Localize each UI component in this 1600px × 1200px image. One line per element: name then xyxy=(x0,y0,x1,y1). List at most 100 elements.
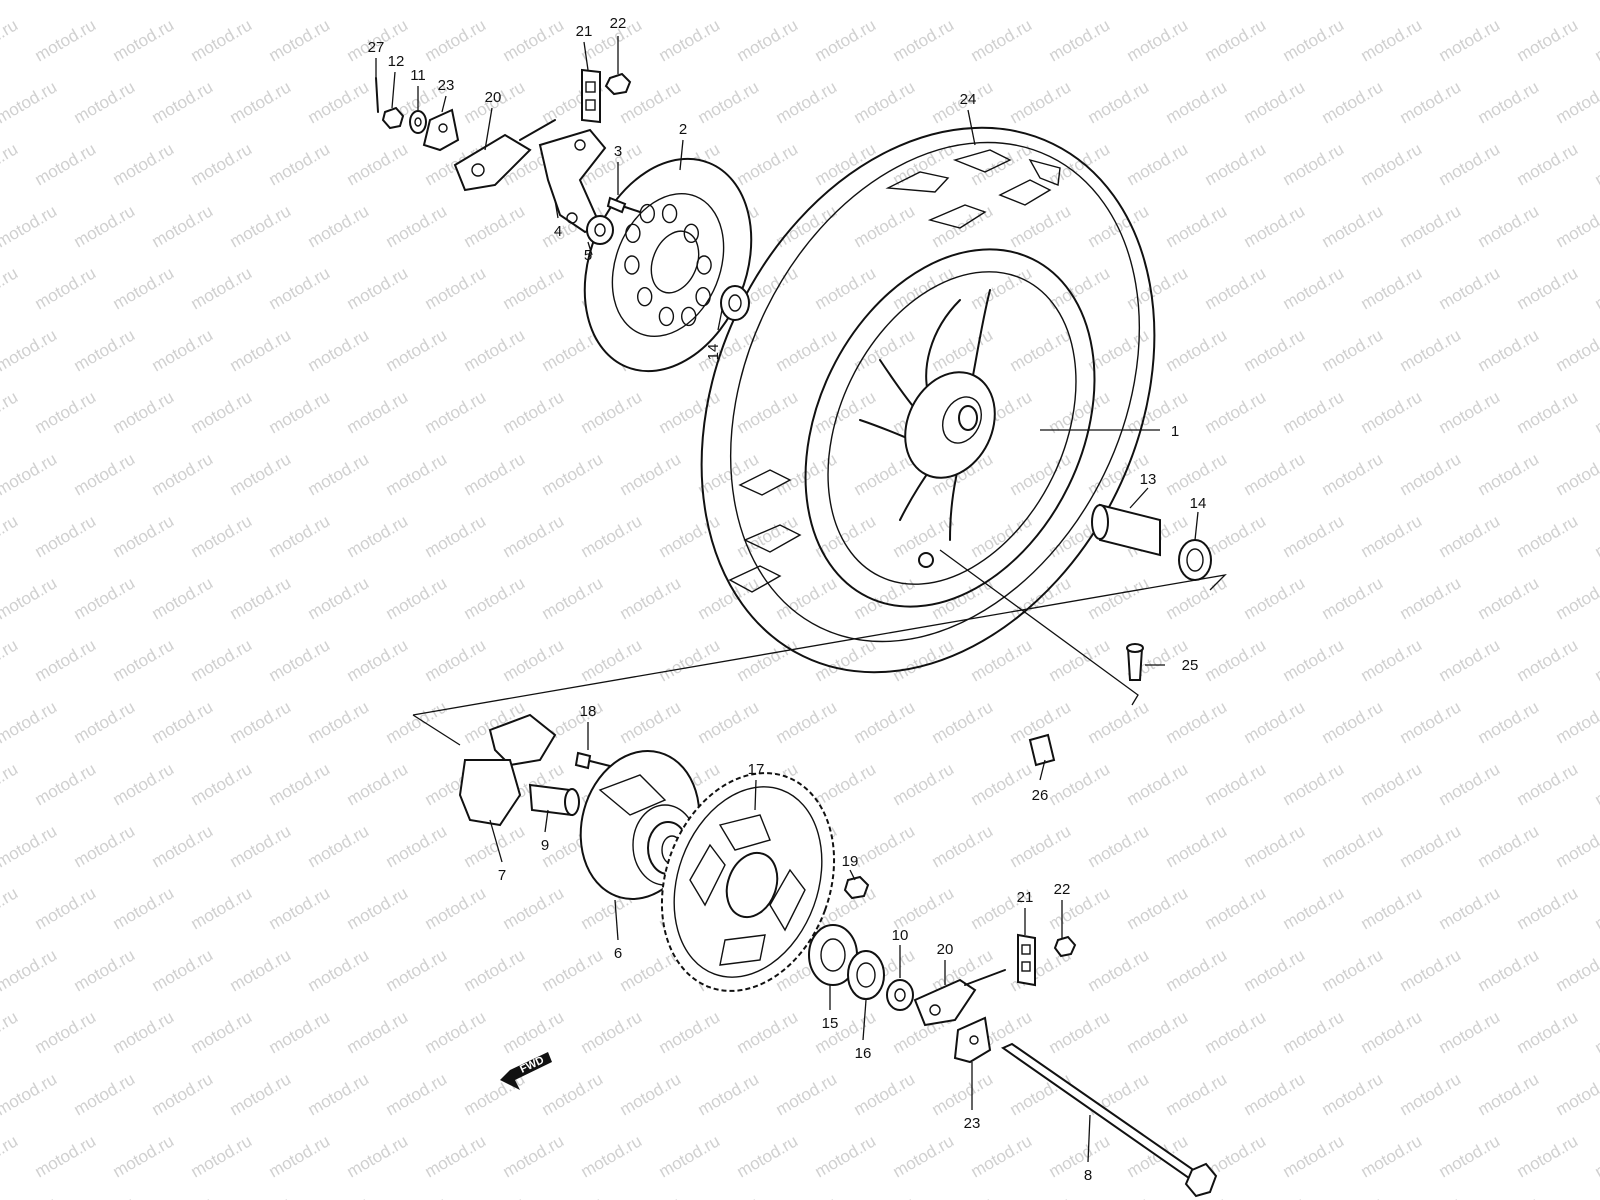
watermark-text: motod.ru xyxy=(461,325,529,375)
watermark-text: motod.ru xyxy=(1319,201,1387,251)
washer-top xyxy=(409,110,427,134)
watermark-text: motod.ru xyxy=(0,945,60,995)
watermark-text: motod.ru xyxy=(1202,15,1270,65)
watermark-text: motod.ru xyxy=(1475,697,1543,747)
watermark-text: motod.ru xyxy=(890,635,958,685)
watermark-text: motod.ru xyxy=(1514,759,1582,809)
callout-3: 3 xyxy=(614,143,622,160)
watermark-text: motod.ru xyxy=(0,325,60,375)
watermark-text: motod.ru xyxy=(617,697,685,747)
watermark-text: motod.ru xyxy=(1553,1069,1600,1119)
watermark-text: motod.ru xyxy=(734,387,802,437)
watermark-text: motod.ru xyxy=(656,387,724,437)
watermark-text: motod.ru xyxy=(617,573,685,623)
callout-26: 26 xyxy=(1032,787,1049,804)
watermark-text: motod.ru xyxy=(266,1131,334,1181)
watermark-text: motod.ru xyxy=(1397,201,1465,251)
watermark-text: motod.ru xyxy=(500,635,568,685)
watermark-text: motod.ru xyxy=(1358,387,1426,437)
valve-clip xyxy=(1028,733,1056,767)
watermark-text: motod.ru xyxy=(344,1131,412,1181)
wheel-spacer xyxy=(886,979,914,1011)
watermark-text: motod.ru xyxy=(71,325,139,375)
disc-hole xyxy=(661,203,678,224)
disc-hole xyxy=(696,255,712,275)
watermark-text: motod.ru xyxy=(383,1069,451,1119)
watermark-text: motod.ru xyxy=(1202,139,1270,189)
watermark-text: motod.ru xyxy=(1241,201,1309,251)
watermark-text: motod.ru xyxy=(344,759,412,809)
watermark-text: motod.ru xyxy=(773,77,841,127)
watermark-text: motod.ru xyxy=(1397,945,1465,995)
watermark-text: motod.ru xyxy=(734,635,802,685)
watermark-text: motod.ru xyxy=(578,1131,646,1181)
watermark-text: motod.ru xyxy=(1202,883,1270,933)
watermark-text: motod.ru xyxy=(1553,449,1600,499)
watermark-text: motod.ru xyxy=(1514,15,1582,65)
watermark-text: motod.ru xyxy=(149,1069,217,1119)
watermark-text: motod.ru xyxy=(656,1131,724,1181)
watermark-text: motod.ru xyxy=(305,0,373,3)
watermark-text: motod.ru xyxy=(1592,635,1600,685)
watermark-text: motod.ru xyxy=(149,821,217,871)
watermark-text: motod.ru xyxy=(1007,449,1075,499)
watermark-text: motod.ru xyxy=(383,573,451,623)
watermark-text: motod.ru xyxy=(422,511,490,561)
watermark-text: motod.ru xyxy=(1514,635,1582,685)
watermark-text: motod.ru xyxy=(383,1193,451,1200)
watermark-text: motod.ru xyxy=(0,387,21,437)
watermark-text: motod.ru xyxy=(929,325,997,375)
chain-adjuster-right xyxy=(913,969,1006,1027)
tire-valve xyxy=(1126,643,1144,681)
callout-27: 27 xyxy=(368,39,385,56)
watermark-text: motod.ru xyxy=(1514,1131,1582,1181)
watermark-text: motod.ru xyxy=(227,697,295,747)
callout-9: 9 xyxy=(541,837,549,854)
watermark-text: motod.ru xyxy=(188,511,256,561)
watermark-text: motod.ru xyxy=(32,387,100,437)
watermark-text: motod.ru xyxy=(149,449,217,499)
watermark-text: motod.ru xyxy=(539,1193,607,1200)
axle-stopper-bottom xyxy=(953,1016,992,1064)
watermark-text: motod.ru xyxy=(32,511,100,561)
watermark-text: motod.ru xyxy=(0,201,60,251)
watermark-text: motod.ru xyxy=(1475,821,1543,871)
watermark-text: motod.ru xyxy=(110,759,178,809)
watermark-text: motod.ru xyxy=(149,1193,217,1200)
callout-14-right: 14 xyxy=(1190,495,1207,512)
watermark-text: motod.ru xyxy=(0,511,21,561)
watermark-text: motod.ru xyxy=(1436,263,1504,313)
watermark-text: motod.ru xyxy=(383,325,451,375)
watermark-text: motod.ru xyxy=(266,263,334,313)
group-outline xyxy=(412,549,1227,746)
watermark-text: motod.ru xyxy=(0,759,21,809)
watermark-text: motod.ru xyxy=(695,0,763,3)
watermark-text: motod.ru xyxy=(1085,0,1153,3)
watermark-text: motod.ru xyxy=(929,1069,997,1119)
watermark-text: motod.ru xyxy=(71,1069,139,1119)
chain-adjuster-left xyxy=(453,119,556,192)
watermark-text: motod.ru xyxy=(1397,697,1465,747)
watermark-text: motod.ru xyxy=(929,697,997,747)
watermark-text: motod.ru xyxy=(0,15,21,65)
watermark-text: motod.ru xyxy=(149,0,217,3)
watermark-text: motod.ru xyxy=(188,387,256,437)
watermark-text: motod.ru xyxy=(1475,1069,1543,1119)
watermark-text: motod.ru xyxy=(500,1131,568,1181)
watermark-text: motod.ru xyxy=(1358,759,1426,809)
watermark-text: motod.ru xyxy=(1241,573,1309,623)
watermark-text: motod.ru xyxy=(734,1131,802,1181)
watermark-text: motod.ru xyxy=(1007,201,1075,251)
callout-numbers: 27 12 11 23 20 21 22 2 3 4 5 14 24 1 13 … xyxy=(368,15,1207,1184)
watermark-text: motod.ru xyxy=(305,697,373,747)
callout-23-bottom: 23 xyxy=(964,1115,981,1132)
tire-tread xyxy=(728,149,1061,593)
watermark-text: motod.ru xyxy=(1319,821,1387,871)
callout-12: 12 xyxy=(388,53,405,70)
axle-stopper-top xyxy=(422,108,460,152)
watermark-text: motod.ru xyxy=(110,635,178,685)
disc-hole xyxy=(625,223,641,244)
rear-axle xyxy=(1000,1042,1218,1198)
watermark-text: motod.ru xyxy=(1280,759,1348,809)
watermark-text: motod.ru xyxy=(1163,325,1231,375)
